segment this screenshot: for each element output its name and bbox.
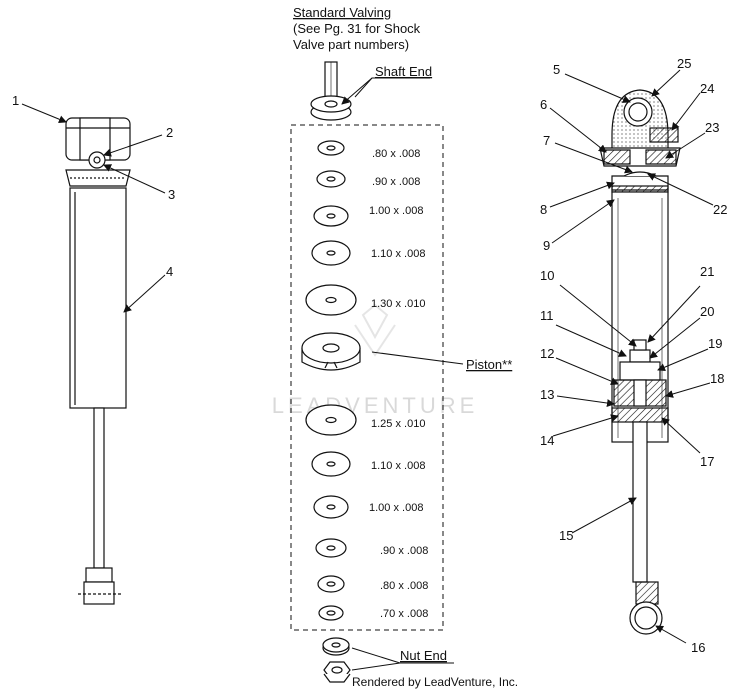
exterior-shock-view <box>65 117 131 605</box>
washer-label-4: 1.10 x .008 <box>371 248 425 260</box>
washer-label-3: 1.00 x .008 <box>369 205 423 217</box>
part-number-16: 16 <box>691 640 705 655</box>
part-number-23: 23 <box>705 120 719 135</box>
washer-11 <box>318 605 344 621</box>
washer-5 <box>305 284 357 316</box>
washer-6 <box>305 404 357 436</box>
washer-label-1: .80 x .008 <box>372 148 420 160</box>
part-number-5: 5 <box>553 62 560 77</box>
left-leaders <box>21 103 166 313</box>
part-number-7: 7 <box>543 133 550 148</box>
washer-label-2: .90 x .008 <box>372 176 420 188</box>
watermark-text: LEADVENTURE <box>272 393 479 418</box>
part-number-13: 13 <box>540 387 554 402</box>
part-number-3: 3 <box>168 187 175 202</box>
part-number-2: 2 <box>166 125 173 140</box>
part-number-19: 19 <box>708 336 722 351</box>
part-number-4: 4 <box>166 264 173 279</box>
part-number-17: 17 <box>700 454 714 469</box>
valving-title-line1: Standard Valving <box>293 5 391 20</box>
shaft-end-part <box>310 61 352 121</box>
washer-label-6: 1.25 x .010 <box>371 418 425 430</box>
right-leaders <box>549 69 714 644</box>
washer-stack <box>301 140 361 621</box>
shaft-end-leader <box>354 77 430 98</box>
part-number-21: 21 <box>700 264 714 279</box>
part-number-1: 1 <box>12 93 19 108</box>
part-number-15: 15 <box>559 528 573 543</box>
washer-10 <box>317 575 345 593</box>
part-number-25: 25 <box>677 56 691 71</box>
nut-end-leader-2 <box>351 662 401 671</box>
part-number-18: 18 <box>710 371 724 386</box>
credit-text: Rendered by LeadVenture, Inc. <box>352 675 518 689</box>
washer-3 <box>313 205 349 227</box>
part-number-11: 11 <box>540 308 554 323</box>
part-number-9: 9 <box>543 238 550 253</box>
watermark: LEADVENTURE <box>272 303 479 418</box>
part-number-12: 12 <box>540 346 554 361</box>
part-number-22: 22 <box>713 202 727 217</box>
shaft-end-label: Shaft End <box>375 64 432 79</box>
piston-leader <box>371 351 464 365</box>
washer-2 <box>316 170 346 188</box>
part-number-6: 6 <box>540 97 547 112</box>
nut-end-parts <box>322 637 351 683</box>
part-number-14: 14 <box>540 433 554 448</box>
nut-end-label: Nut End <box>400 648 447 663</box>
washer-label-5: 1.30 x .010 <box>371 298 425 310</box>
washer-8 <box>313 495 349 519</box>
valving-title-line3: Valve part numbers) <box>293 37 409 52</box>
part-number-10: 10 <box>540 268 554 283</box>
cutaway-shock-view <box>599 89 681 635</box>
washer-label-11: .70 x .008 <box>380 608 428 620</box>
washer-label-9: .90 x .008 <box>380 545 428 557</box>
piston-label: Piston** <box>466 357 512 372</box>
part-number-20: 20 <box>700 304 714 319</box>
washer-4 <box>311 240 351 266</box>
washer-1 <box>317 140 345 156</box>
washer-7 <box>311 451 351 477</box>
nut-end-leader-1 <box>351 647 401 664</box>
valving-title-line2: (See Pg. 31 for Shock <box>293 21 421 36</box>
part-number-8: 8 <box>540 202 547 217</box>
washer-label-10: .80 x .008 <box>380 580 428 592</box>
piston-part <box>301 332 361 371</box>
washer-9 <box>315 538 347 558</box>
washer-label-8: 1.00 x .008 <box>369 502 423 514</box>
valving-stack-box <box>290 124 444 631</box>
washer-label-7: 1.10 x .008 <box>371 460 425 472</box>
part-number-24: 24 <box>700 81 714 96</box>
